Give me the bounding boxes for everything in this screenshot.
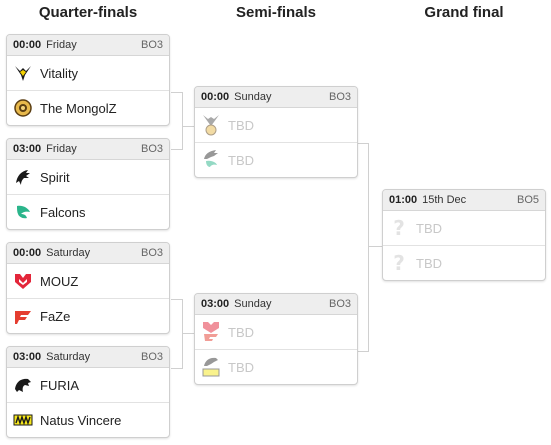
match-time: 00:00: [13, 39, 42, 51]
svg-text:?: ?: [393, 218, 405, 238]
team-name: MOUZ: [40, 273, 79, 289]
match-day: Sunday: [234, 298, 272, 310]
faze-logo-icon: [12, 305, 34, 327]
match-day: Saturday: [46, 247, 91, 259]
team-row-faze[interactable]: FaZe: [7, 298, 169, 333]
match-format: BO3: [140, 247, 163, 259]
match-card-grand-final[interactable]: 01:00 15th Dec BO5 ? TBD ? TBD: [382, 189, 546, 281]
team-row-tbd[interactable]: TBD: [195, 349, 357, 384]
bracket-connector: [182, 333, 194, 334]
question-mark-icon: ?: [388, 252, 410, 274]
match-day: Friday: [46, 39, 77, 51]
match-header: 00:00 Saturday BO3: [7, 243, 169, 264]
vitality-wasp-logo-icon: [12, 62, 34, 84]
match-header: 00:00 Friday BO3: [7, 35, 169, 56]
team-row-falcons[interactable]: Falcons: [7, 194, 169, 229]
round-title-semi-finals: Semi-finals: [235, 4, 317, 21]
team-name: The MongolZ: [40, 100, 117, 116]
match-card-qf3[interactable]: 00:00 Saturday BO3 MOUZ FaZe: [6, 242, 170, 334]
furia-panther-logo-icon: [12, 374, 34, 396]
match-format: BO3: [328, 91, 351, 103]
match-time: 03:00: [13, 143, 42, 155]
bracket-connector: [358, 143, 369, 352]
match-header: 03:00 Sunday BO3: [195, 294, 357, 315]
match-card-sf1[interactable]: 00:00 Sunday BO3 TBD TBD: [194, 86, 358, 178]
spirit-falcons-combined-logo-icon: [200, 149, 222, 171]
match-card-qf2[interactable]: 03:00 Friday BO3 Spirit Falcons: [6, 138, 170, 230]
team-name: FaZe: [40, 308, 71, 324]
team-row-mouz[interactable]: MOUZ: [7, 264, 169, 298]
furia-navi-combined-logo-icon: [200, 356, 222, 378]
match-card-qf1[interactable]: 00:00 Friday BO3 Vitality The MongolZ: [6, 34, 170, 126]
navi-logo-icon: [12, 409, 34, 431]
team-row-mongolz[interactable]: The MongolZ: [7, 90, 169, 125]
match-card-sf2[interactable]: 03:00 Sunday BO3 TBD TBD: [194, 293, 358, 385]
team-row-tbd[interactable]: ? TBD: [383, 245, 545, 280]
mouz-logo-icon: [12, 270, 34, 292]
match-format: BO3: [328, 298, 351, 310]
team-name: TBD: [228, 117, 254, 133]
bracket-connector: [171, 299, 183, 369]
vitality-mongolz-combined-logo-icon: [200, 114, 222, 136]
bracket-connector: [182, 126, 194, 127]
match-time: 00:00: [201, 91, 230, 103]
question-mark-icon: ?: [388, 217, 410, 239]
team-name: Spirit: [40, 169, 70, 185]
svg-text:?: ?: [393, 253, 405, 273]
match-card-qf4[interactable]: 03:00 Saturday BO3 FURIA Natus Vincere: [6, 346, 170, 438]
team-row-tbd[interactable]: TBD: [195, 142, 357, 177]
team-row-tbd[interactable]: TBD: [195, 315, 357, 349]
match-header: 03:00 Friday BO3: [7, 139, 169, 160]
round-title-grand-final: Grand final: [424, 4, 504, 21]
match-time: 01:00: [389, 194, 418, 206]
falcons-logo-icon: [12, 201, 34, 223]
match-time: 00:00: [13, 247, 42, 259]
team-name: TBD: [228, 359, 254, 375]
match-format: BO3: [140, 39, 163, 51]
match-time: 03:00: [201, 298, 230, 310]
team-name: Vitality: [40, 65, 79, 81]
team-row-tbd[interactable]: TBD: [195, 108, 357, 142]
team-row-furia[interactable]: FURIA: [7, 368, 169, 402]
team-name: TBD: [416, 220, 442, 236]
team-name: TBD: [228, 324, 254, 340]
team-row-spirit[interactable]: Spirit: [7, 160, 169, 194]
round-title-quarter-finals: Quarter-finals: [38, 4, 138, 21]
match-day: Friday: [46, 143, 77, 155]
team-row-vitality[interactable]: Vitality: [7, 56, 169, 90]
team-name: Natus Vincere: [40, 412, 122, 428]
bracket-connector: [368, 246, 382, 247]
match-header: 03:00 Saturday BO3: [7, 347, 169, 368]
match-format: BO3: [140, 143, 163, 155]
match-day: Saturday: [46, 351, 91, 363]
match-time: 03:00: [13, 351, 42, 363]
bracket-connector: [171, 92, 183, 150]
match-format: BO5: [516, 194, 539, 206]
team-name: Falcons: [40, 204, 86, 220]
mongolz-logo-icon: [12, 97, 34, 119]
team-name: FURIA: [40, 377, 79, 393]
match-header: 01:00 15th Dec BO5: [383, 190, 545, 211]
match-day: 15th Dec: [422, 194, 467, 206]
match-header: 00:00 Sunday BO3: [195, 87, 357, 108]
match-format: BO3: [140, 351, 163, 363]
spirit-dragon-logo-icon: [12, 166, 34, 188]
team-name: TBD: [416, 255, 442, 271]
team-name: TBD: [228, 152, 254, 168]
team-row-navi[interactable]: Natus Vincere: [7, 402, 169, 437]
match-day: Sunday: [234, 91, 272, 103]
mouz-faze-combined-logo-icon: [200, 321, 222, 343]
team-row-tbd[interactable]: ? TBD: [383, 211, 545, 245]
